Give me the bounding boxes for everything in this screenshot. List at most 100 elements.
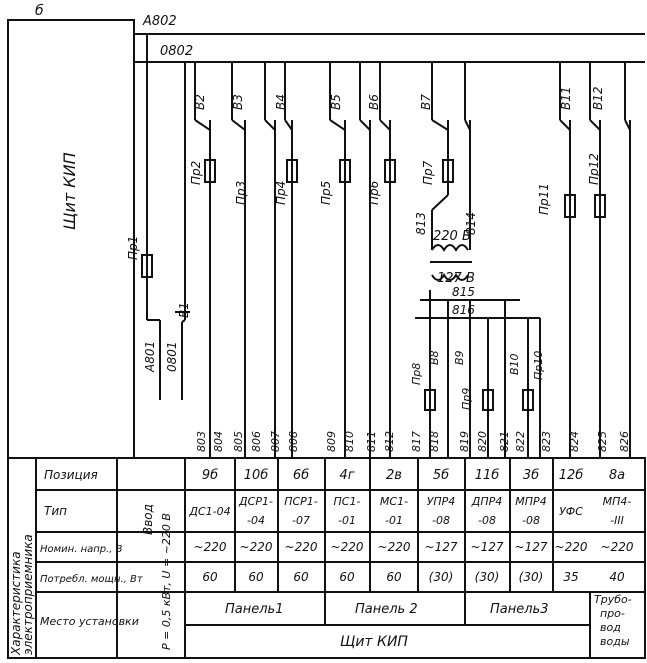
cell-power: 60 — [339, 570, 355, 584]
wire-810: 810 — [343, 431, 356, 452]
cell-type: ДС1-04 — [188, 505, 230, 518]
cell-position: 5б — [433, 468, 449, 483]
cell-type: МПР4 — [515, 495, 546, 508]
wire-819: 819 — [458, 431, 471, 452]
cell-position: 12б — [559, 468, 584, 483]
cell-type: -08 — [432, 514, 450, 527]
cell-position: 9б — [202, 468, 218, 483]
cell-power: 60 — [386, 570, 402, 584]
wire-numbers: 803 804 805 806 807 808 809 810 811 812 … — [195, 431, 631, 452]
feeder-fuse-label: Пр1 — [126, 236, 140, 260]
input-label: Ввод — [141, 504, 155, 535]
cell-power: 35 — [563, 570, 578, 584]
wire-821: 821 — [498, 431, 511, 452]
cell-voltage: ~220 — [601, 540, 634, 554]
cell-voltage: ~220 — [378, 540, 411, 554]
fuse-pr7-label: Пр7 — [421, 160, 435, 185]
cell-voltage: ~220 — [240, 540, 273, 554]
breaker-v9-label: В9 — [453, 350, 466, 365]
breaker-v3-label: В3 — [231, 94, 245, 110]
cell-voltage: ~127 — [515, 540, 548, 554]
fuse-pr3-label: Пр3 — [234, 181, 248, 205]
breaker-v12-label: В12 — [591, 86, 605, 110]
cell-position: 4г — [339, 468, 354, 483]
wire-824: 824 — [568, 431, 581, 452]
cell-type: ПС1- — [334, 495, 361, 508]
cell-power: 60 — [293, 570, 309, 584]
cell-voltage: ~220 — [331, 540, 364, 554]
fuse-pr6-label: Пр6 — [367, 180, 381, 205]
breaker-v2-label: В2 — [193, 94, 207, 110]
wire-808: 808 — [287, 431, 300, 452]
row-label-type: Тип — [44, 504, 67, 518]
cell-type: -01 — [385, 514, 403, 527]
wire-823: 823 — [540, 431, 553, 452]
cell-type: -08 — [522, 514, 540, 527]
branch-lines — [194, 62, 631, 458]
wire-807: 807 — [269, 431, 282, 452]
cell-position: 3б — [523, 468, 539, 483]
breaker-v8-label: В8 — [428, 350, 441, 365]
cell-position: 6б — [293, 468, 309, 483]
cell-power: (30) — [519, 570, 544, 584]
breaker-v4-label: В4 — [274, 94, 288, 110]
cell-type: ПСР1- — [284, 495, 318, 508]
cell-type: УПР4 — [427, 495, 456, 508]
input-params: P = 0,5 кВт, U = ~220 В — [160, 513, 173, 650]
cell-type: -07 — [292, 514, 310, 527]
fuse-pr9-label: Пр9 — [460, 388, 473, 410]
cell-position: 2в — [386, 468, 402, 483]
cell-power: (30) — [429, 570, 454, 584]
fuse-pr2-label: Пр2 — [189, 161, 203, 185]
wire-805: 805 — [232, 431, 245, 452]
feeder-breaker-label: В1 — [177, 302, 191, 318]
bus-816-label: 816 — [452, 303, 475, 317]
place-panel-3: Панель3 — [490, 602, 548, 617]
cell-power: 60 — [202, 570, 218, 584]
breaker-v10-label: В10 — [508, 353, 521, 375]
feeder-wire-b: 0801 — [165, 341, 179, 372]
row-label-voltage: Номин. напр., В — [40, 544, 123, 555]
bus-b-label: 0802 — [160, 44, 193, 59]
fuse-pr5-label: Пр5 — [319, 181, 333, 205]
wire-803: 803 — [195, 431, 208, 452]
fuse-pr4-label: Пр4 — [274, 181, 288, 205]
panel-frame — [7, 19, 135, 459]
row-label-position: Позиция — [44, 468, 98, 482]
wire-817: 817 — [410, 431, 423, 452]
fuse-pr8-label: Пр8 — [410, 363, 423, 385]
wire-812: 812 — [383, 431, 396, 452]
row-label-place: Место установки — [40, 615, 139, 628]
cell-type: УФС — [559, 505, 583, 518]
place-pipe-1: Трубо- — [594, 593, 632, 606]
place-panel-2: Панель 2 — [355, 602, 418, 617]
cell-position: 8а — [609, 468, 625, 483]
breaker-v6-label: В6 — [367, 94, 381, 110]
table-side-header-2: электроприемника — [21, 534, 35, 655]
table-frame — [7, 457, 646, 659]
wire-826: 826 — [618, 431, 631, 452]
cell-power: 40 — [609, 570, 625, 584]
wire-822: 822 — [514, 431, 527, 452]
wire-804: 804 — [212, 431, 225, 452]
transformer-primary: 220 В — [433, 229, 471, 244]
cell-type: -01 — [338, 514, 356, 527]
cell-type: -III — [610, 514, 624, 527]
breaker-labels: В2 Пр2 В3 Пр3 В4 Пр4 В5 Пр5 В6 Пр6 В11 П… — [189, 86, 605, 410]
table-columns: 9бДС1-04~2206010бДСР1--04~220606бПСР1--0… — [188, 468, 633, 584]
cell-voltage: ~220 — [194, 540, 227, 554]
breaker-v5-label: В5 — [329, 94, 343, 110]
wire-811: 811 — [365, 431, 378, 452]
cell-voltage: ~220 — [555, 540, 588, 554]
place-pipe-2: про- — [600, 607, 625, 620]
cell-voltage: ~127 — [425, 540, 458, 554]
feeder-wire-a: А801 — [143, 341, 157, 373]
place-shield: Щит КИП — [340, 634, 408, 650]
wire-813-label: 813 — [414, 212, 428, 235]
bus-815-label: 815 — [452, 285, 475, 299]
transformer-secondary: 127 В — [437, 271, 475, 286]
wire-825: 825 — [596, 431, 609, 452]
fuse-pr12-label: Пр12 — [587, 153, 601, 185]
wire-818: 818 — [428, 431, 441, 452]
